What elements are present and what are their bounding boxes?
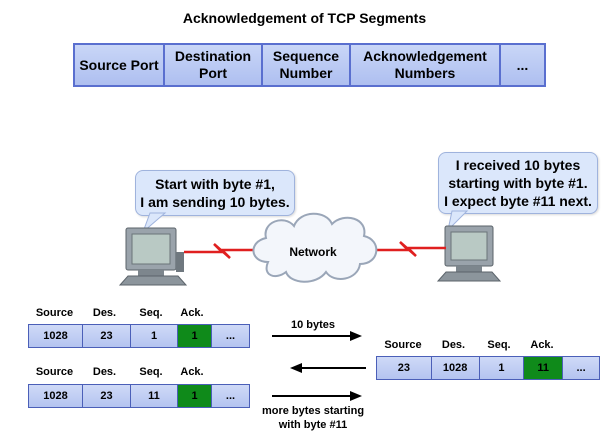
label-ack: Ack. — [530, 339, 554, 351]
receiver-speech-bubble: I received 10 bytes starting with byte #… — [438, 152, 598, 214]
sender-link — [184, 243, 262, 259]
reply-ack: 11 — [524, 357, 564, 379]
seg1-more: ... — [225, 330, 236, 342]
label-seq: Seq. — [139, 307, 163, 319]
seg2-source: 1028 — [29, 385, 83, 407]
tcp-header-fields: Source Port Destination Port Sequence Nu… — [73, 43, 546, 87]
label-source: Source — [35, 307, 74, 319]
reply-des: 1028 — [432, 357, 480, 379]
arrow-second-segment — [272, 391, 362, 401]
arrow-first-segment — [272, 331, 362, 341]
field-more: ... — [516, 56, 529, 73]
segment2-labels: Source Des. Seq. Ack. — [28, 366, 210, 378]
seg2-ack: 1 — [178, 385, 212, 407]
field-source-port: Source Port — [75, 45, 165, 85]
seg1-seq: 1 — [131, 325, 178, 347]
seg2-seq: 11 — [131, 385, 178, 407]
sender-speech-bubble: Start with byte #1, I am sending 10 byte… — [135, 170, 295, 216]
label-seq: Seq. — [139, 366, 163, 378]
reply-more: ... — [576, 362, 586, 374]
seg1-ack: 1 — [178, 325, 212, 347]
reply-labels: Source Des. Seq. Ack. — [376, 339, 563, 351]
label-source: Source — [35, 366, 74, 378]
receiver-link — [372, 241, 446, 257]
label-source: Source — [384, 339, 422, 351]
seg2-des: 23 — [83, 385, 131, 407]
label-des: Des. — [441, 339, 466, 351]
segment-first: 1028 23 1 1 ... — [28, 324, 250, 348]
field-sequence-number: Sequence Number — [263, 45, 351, 85]
receiver-bubble-tail — [447, 210, 469, 232]
label-ack: Ack. — [180, 366, 204, 378]
reply-source: 23 — [377, 357, 432, 379]
sender-computer-icon — [118, 227, 188, 286]
field-destination-port: Destination Port — [165, 45, 263, 85]
sender-bubble-tail — [141, 212, 167, 234]
seg2-more: ... — [225, 390, 236, 402]
segment1-labels: Source Des. Seq. Ack. — [28, 307, 210, 319]
reply-seq: 1 — [480, 357, 525, 379]
segment-second: 1028 23 11 1 ... — [28, 384, 250, 408]
seg1-des: 23 — [83, 325, 131, 347]
segment-reply: 23 1028 1 11 ... — [376, 356, 600, 380]
label-des: Des. — [92, 307, 117, 319]
note-10-bytes: 10 bytes — [290, 319, 336, 331]
field-acknowledgement-numbers: Acknowledgement Numbers — [351, 45, 501, 85]
network-label: Network — [289, 245, 337, 259]
receiver-computer-icon — [436, 225, 502, 282]
label-seq: Seq. — [487, 339, 511, 351]
note-more-bytes: more bytes starting with byte #11 — [261, 405, 365, 431]
seg1-source: 1028 — [29, 325, 83, 347]
network-cloud-icon — [252, 212, 378, 283]
arrow-acknowledgement — [290, 363, 366, 373]
label-des: Des. — [92, 366, 117, 378]
label-ack: Ack. — [180, 307, 204, 319]
diagram-title: Acknowledgement of TCP Segments — [182, 10, 427, 26]
